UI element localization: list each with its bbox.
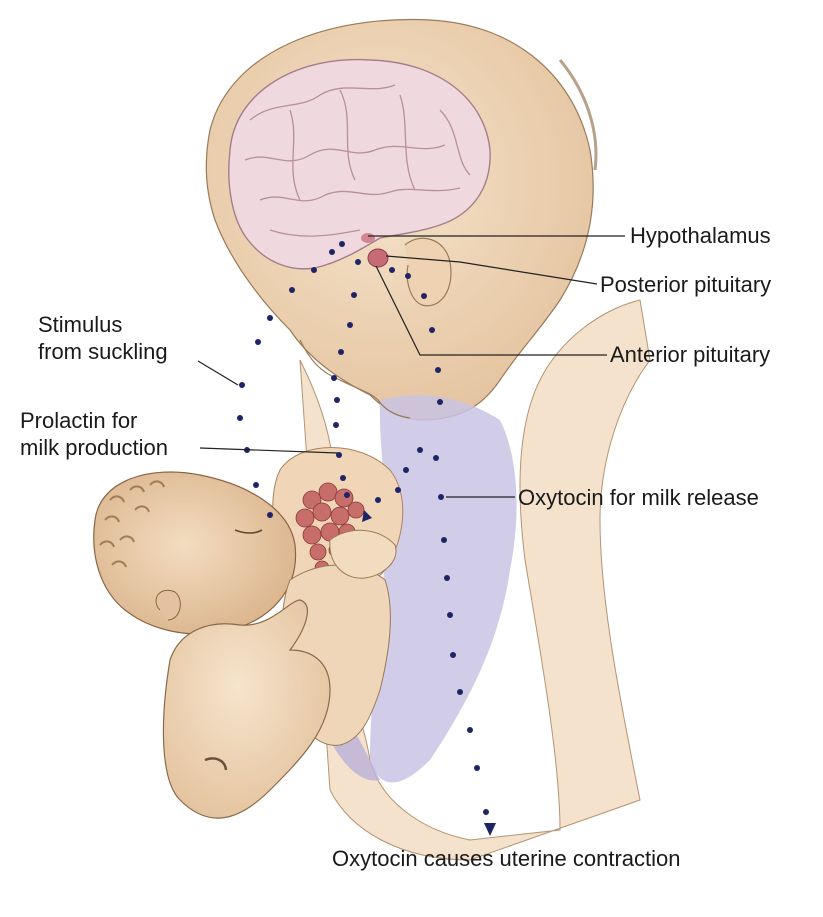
label-anterior-pituitary: Anterior pituitary — [610, 341, 770, 368]
label-oxytocin-release: Oxytocin for milk release — [518, 484, 759, 511]
pituitary-gland — [368, 249, 388, 267]
label-prolactin-line2: milk production — [20, 434, 168, 461]
label-stimulus-line1: Stimulus — [38, 311, 168, 338]
label-oxytocin-uterine-text: Oxytocin causes uterine contraction — [332, 845, 681, 872]
label-posterior-pituitary-text: Posterior pituitary — [600, 271, 771, 298]
hypothalamus-spot — [361, 233, 375, 243]
label-stimulus: Stimulus from suckling — [38, 311, 168, 365]
mother-ear — [405, 238, 451, 305]
label-hypothalamus-text: Hypothalamus — [630, 222, 771, 249]
garment-shadow — [370, 395, 517, 782]
label-oxytocin-uterine: Oxytocin causes uterine contraction — [332, 845, 681, 872]
label-hypothalamus: Hypothalamus — [630, 222, 771, 249]
label-prolactin: Prolactin for milk production — [20, 407, 168, 461]
label-anterior-pituitary-text: Anterior pituitary — [610, 341, 770, 368]
baby-head — [94, 472, 296, 634]
leader-stimulus — [198, 361, 238, 385]
label-oxytocin-release-text: Oxytocin for milk release — [518, 484, 759, 511]
label-stimulus-line2: from suckling — [38, 338, 168, 365]
uterine-arrowhead — [484, 823, 496, 836]
label-posterior-pituitary: Posterior pituitary — [600, 271, 771, 298]
label-prolactin-line1: Prolactin for — [20, 407, 168, 434]
